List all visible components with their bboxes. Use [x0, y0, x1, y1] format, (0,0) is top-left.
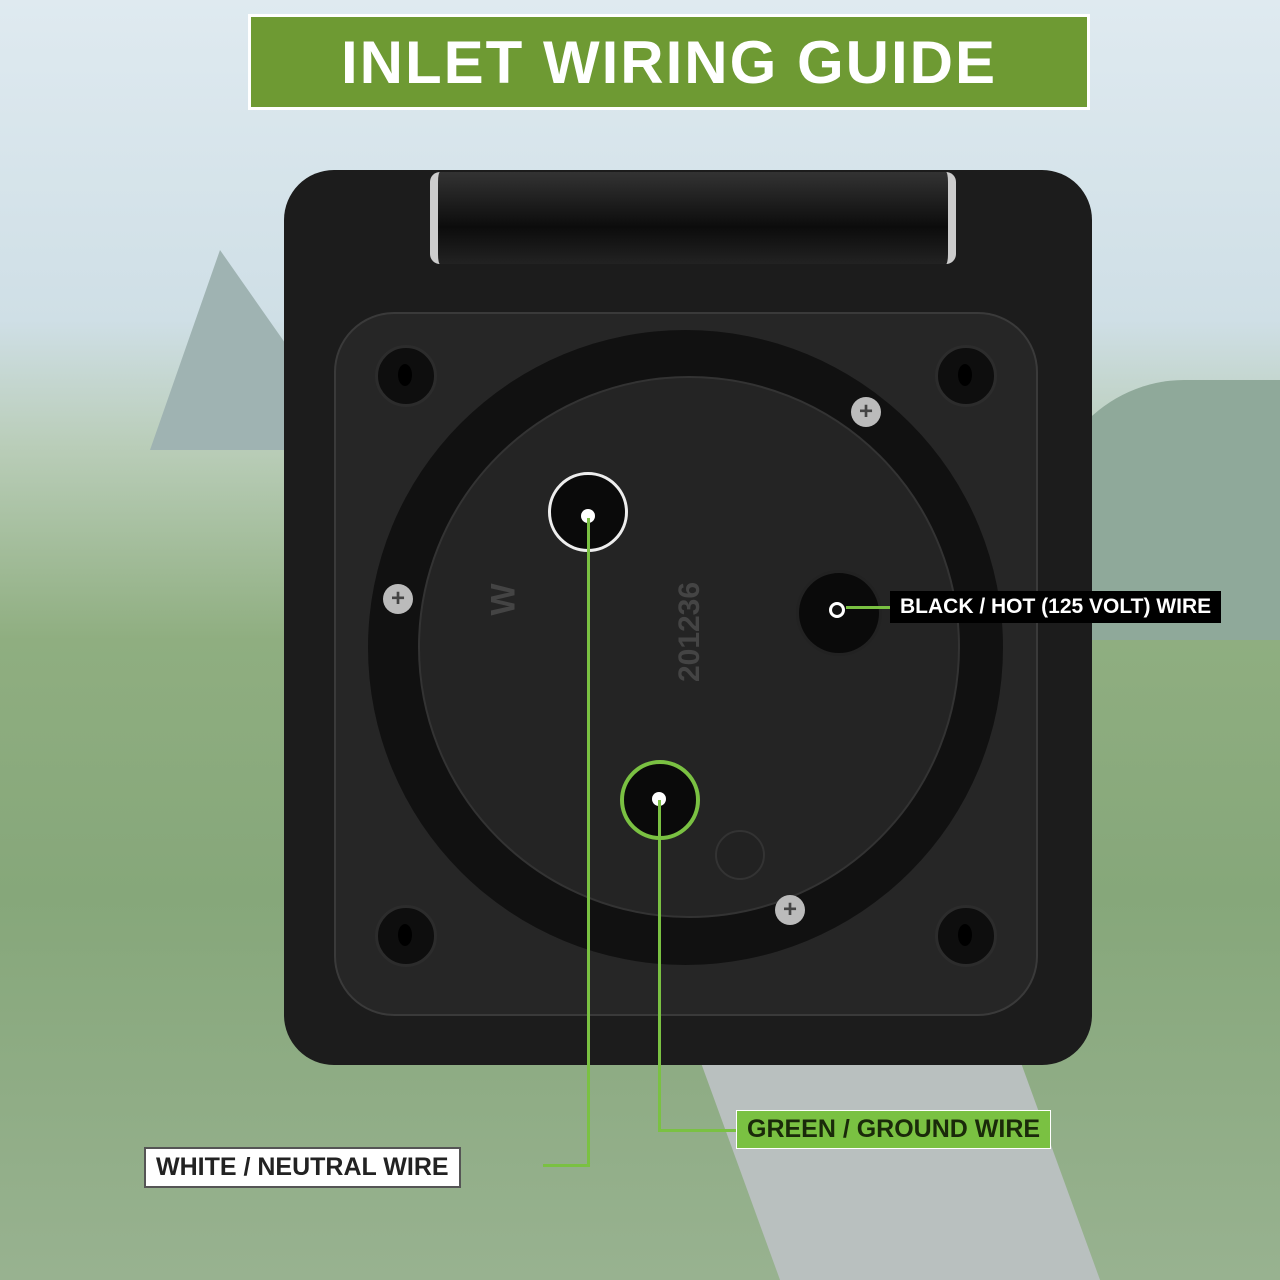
ground-pointer-dot [652, 792, 666, 806]
neutral-wire-label: WHITE / NEUTRAL WIRE [144, 1147, 461, 1188]
mount-screw-icon [935, 905, 997, 967]
hot-leader-line [846, 606, 890, 609]
inlet-hinge [430, 172, 956, 264]
mount-screw-icon [375, 345, 437, 407]
ground-leader-line [658, 1129, 736, 1132]
phillips-screw-icon: + [851, 397, 881, 427]
neutral-pointer-dot [581, 509, 595, 523]
blank-terminal [715, 830, 765, 880]
ground-wire-label: GREEN / GROUND WIRE [736, 1110, 1052, 1149]
w-marking: W [484, 583, 523, 616]
page-title: INLET WIRING GUIDE [248, 14, 1090, 110]
inlet-face [418, 376, 960, 918]
hot-wire-label: BLACK / HOT (125 VOLT) WIRE [890, 591, 1222, 623]
road-background [699, 1060, 1101, 1280]
hot-pointer-dot [829, 602, 845, 618]
phillips-screw-icon: + [383, 584, 413, 614]
mount-screw-icon [935, 345, 997, 407]
mount-screw-icon [375, 905, 437, 967]
neutral-leader-line [543, 1164, 590, 1167]
phillips-screw-icon: + [775, 895, 805, 925]
ground-leader-line [658, 800, 661, 1132]
neutral-leader-line [587, 518, 590, 1166]
part-number: 201236 [673, 581, 707, 683]
